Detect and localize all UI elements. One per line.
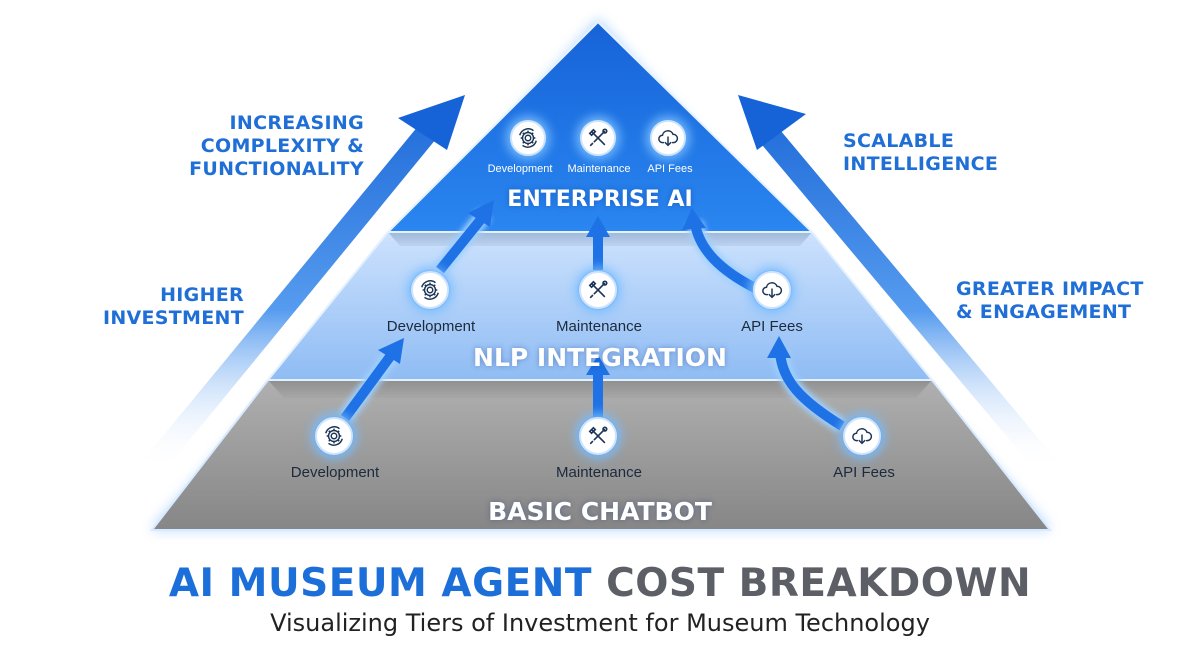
tier-title-enterprise: ENTERPRISE AI bbox=[507, 187, 693, 212]
gear-refresh-icon bbox=[315, 417, 353, 455]
nlp-api-fees-label: API Fees bbox=[741, 318, 803, 335]
connector-arrows bbox=[338, 200, 847, 433]
nlp-maintenance-label: Maintenance bbox=[556, 318, 642, 335]
title-part-blue: AI MUSEUM AGENT bbox=[168, 561, 592, 606]
basic-development-label: Development bbox=[290, 464, 380, 481]
nlp-development-item bbox=[411, 271, 449, 309]
wrench-screwdriver-icon bbox=[580, 120, 616, 156]
enterprise-api-fees-label: API Fees bbox=[647, 163, 693, 175]
cloud-download-icon bbox=[843, 417, 881, 455]
title-part-gray: COST BREAKDOWN bbox=[606, 561, 1032, 606]
wrench-screwdriver-icon bbox=[579, 417, 617, 455]
label-line: GREATER IMPACT bbox=[956, 278, 1144, 300]
enterprise-api-fees-item bbox=[650, 120, 686, 156]
label-line: INVESTMENT bbox=[102, 307, 244, 329]
nlp-api-fees-item bbox=[753, 271, 791, 309]
label-line: INTELLIGENCE bbox=[843, 153, 999, 175]
wrench-screwdriver-icon bbox=[579, 271, 617, 309]
cloud-download-icon bbox=[650, 120, 686, 156]
cloud-download-icon bbox=[753, 271, 791, 309]
label-greater-impact: GREATER IMPACT & ENGAGEMENT bbox=[956, 278, 1144, 324]
label-line: & ENGAGEMENT bbox=[956, 301, 1132, 323]
tier-title-nlp: NLP INTEGRATION bbox=[473, 343, 727, 372]
label-line: INCREASING bbox=[229, 112, 364, 134]
enterprise-development-label: Development bbox=[487, 163, 553, 175]
left-side-arrow bbox=[135, 95, 465, 470]
label-scalable-intelligence: SCALABLE INTELLIGENCE bbox=[843, 130, 998, 176]
enterprise-maintenance-label: Maintenance bbox=[567, 163, 631, 175]
enterprise-maintenance-item bbox=[580, 120, 616, 156]
label-increasing-complexity: INCREASING COMPLEXITY & FUNCTIONALITY bbox=[189, 112, 364, 181]
basic-maintenance-item bbox=[579, 417, 617, 455]
basic-development-item bbox=[315, 417, 353, 455]
nlp-maintenance-item bbox=[579, 271, 617, 309]
label-line: COMPLEXITY & bbox=[200, 135, 364, 157]
label-line: FUNCTIONALITY bbox=[189, 158, 364, 180]
basic-api-fees-item bbox=[843, 417, 881, 455]
gear-refresh-icon bbox=[411, 271, 449, 309]
label-line: HIGHER bbox=[160, 284, 244, 306]
page-subtitle: Visualizing Tiers of Investment for Muse… bbox=[270, 609, 930, 637]
right-side-arrow bbox=[738, 95, 1065, 470]
nlp-development-label: Development bbox=[386, 318, 476, 335]
enterprise-development-item bbox=[510, 120, 546, 156]
label-higher-investment: HIGHER INVESTMENT bbox=[103, 284, 244, 330]
basic-maintenance-label: Maintenance bbox=[556, 464, 642, 481]
page-title: AI MUSEUM AGENT COST BREAKDOWN bbox=[0, 561, 1200, 606]
label-line: SCALABLE bbox=[843, 130, 955, 152]
basic-api-fees-label: API Fees bbox=[833, 464, 895, 481]
tier-title-basic: BASIC CHATBOT bbox=[488, 497, 712, 526]
gear-refresh-icon bbox=[510, 120, 546, 156]
